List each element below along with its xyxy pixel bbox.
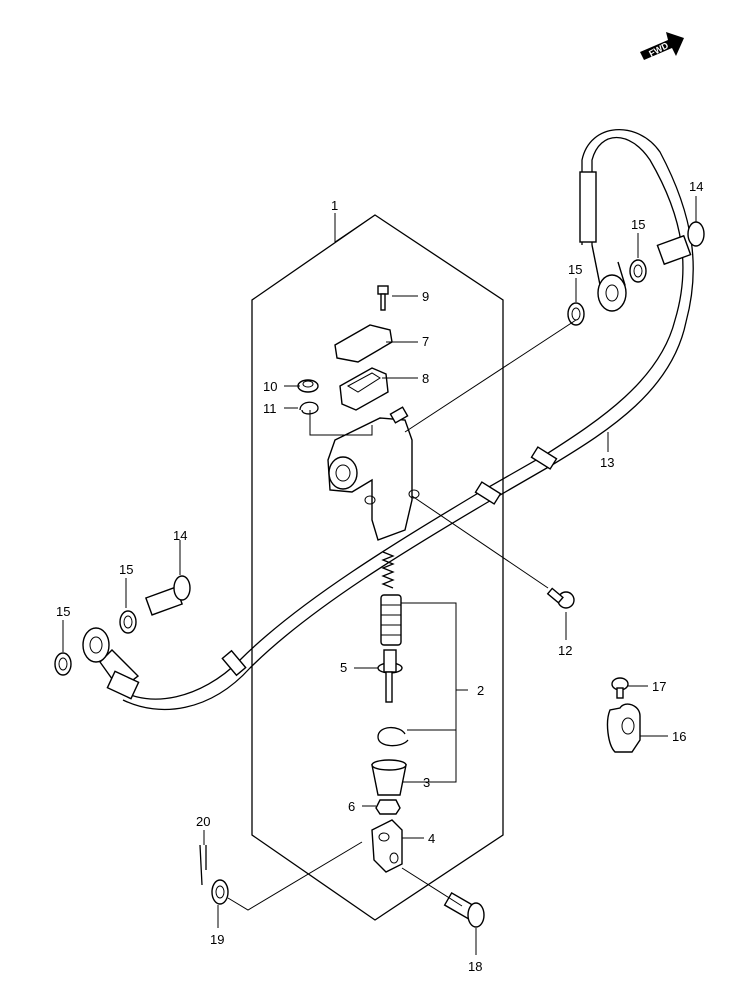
leader-lines — [62, 196, 697, 955]
callout-9: 9 — [422, 289, 429, 304]
union-bolt-upper — [656, 221, 705, 266]
callout-7: 7 — [422, 334, 429, 349]
callout-15-c: 15 — [119, 562, 133, 577]
reservoir-cap — [334, 324, 393, 363]
callout-6: 6 — [348, 799, 355, 814]
callout-19: 19 — [210, 932, 224, 947]
gasket-washers — [54, 259, 647, 676]
clevis-pin — [443, 891, 485, 928]
callout-15-d: 15 — [56, 604, 70, 619]
o-ring — [299, 401, 319, 415]
callout-2: 2 — [477, 683, 484, 698]
callout-18: 18 — [468, 959, 482, 974]
hose-clamp — [606, 703, 641, 753]
piston — [380, 594, 402, 646]
callout-14-lower: 14 — [173, 528, 187, 543]
master-cylinder-body — [327, 406, 420, 541]
assembly-boundary — [251, 214, 504, 921]
callout-15-a: 15 — [631, 217, 645, 232]
fwd-arrow-icon: FWD — [640, 32, 684, 60]
nut — [375, 799, 401, 815]
callout-labels: 1 2 3 4 5 6 7 8 9 10 11 12 13 14 14 15 1… — [56, 179, 703, 974]
spring — [381, 551, 395, 589]
boot — [371, 759, 407, 796]
callout-1: 1 — [331, 198, 338, 213]
callout-15-b: 15 — [568, 262, 582, 277]
circlip — [377, 726, 409, 747]
callout-5: 5 — [340, 660, 347, 675]
push-rod — [377, 649, 403, 703]
callout-13: 13 — [600, 455, 614, 470]
callout-11: 11 — [263, 401, 277, 416]
callout-20: 20 — [196, 814, 210, 829]
callout-3: 3 — [423, 775, 430, 790]
callout-17: 17 — [652, 679, 666, 694]
union-bolt-lower — [144, 575, 191, 616]
callout-4: 4 — [428, 831, 435, 846]
washer — [211, 879, 229, 905]
cap-plug — [297, 379, 319, 393]
callout-8: 8 — [422, 371, 429, 386]
callout-16: 16 — [672, 729, 686, 744]
callout-12: 12 — [558, 643, 572, 658]
clevis — [371, 819, 403, 873]
brake-hose — [82, 129, 694, 711]
callout-10: 10 — [263, 379, 277, 394]
cotter-pin — [199, 844, 207, 886]
cap-screw — [377, 285, 389, 311]
mounting-bolt — [546, 587, 575, 609]
callout-14-upper: 14 — [689, 179, 703, 194]
clamp-screw — [611, 677, 629, 699]
diaphragm — [339, 367, 389, 411]
